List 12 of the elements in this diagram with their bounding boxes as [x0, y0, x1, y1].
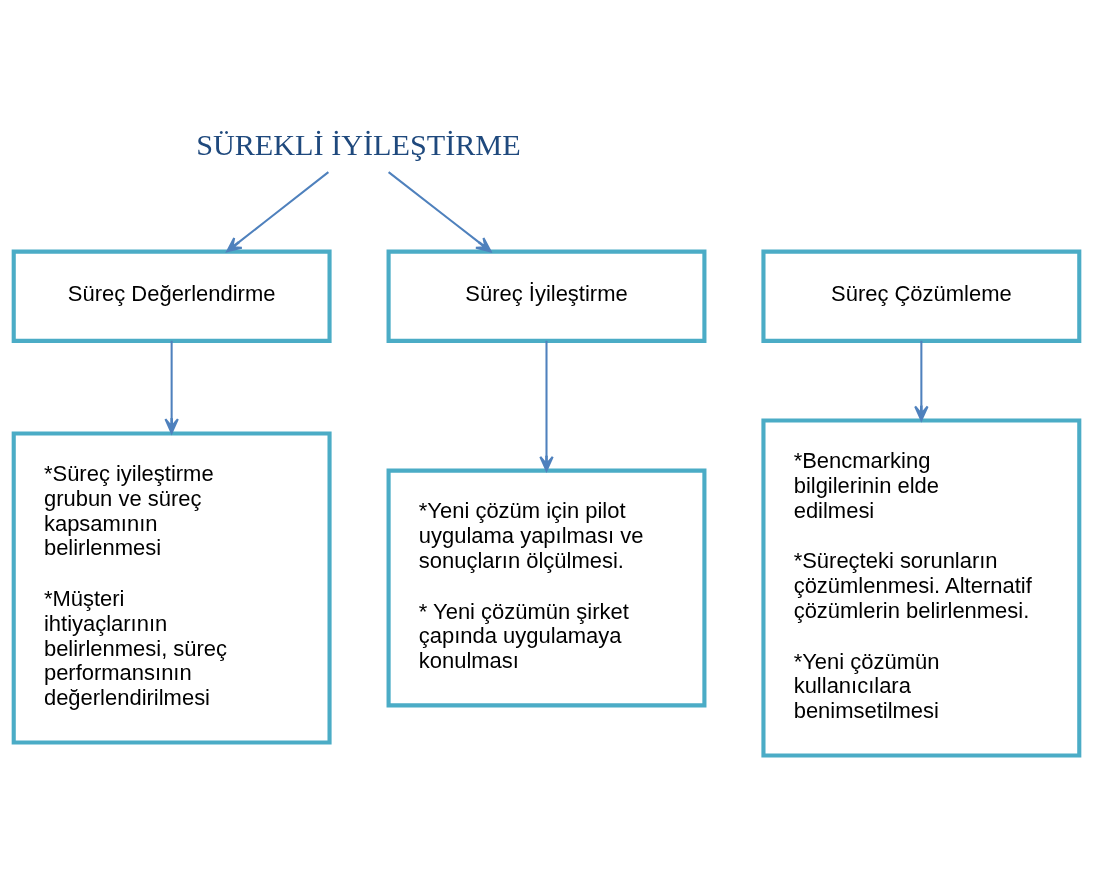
arrow	[164, 340, 179, 434]
arrow	[226, 170, 329, 252]
node-box: *Süreç iyileştirme grubun ve süreç kapsamının belirlenmesi *Müşteri ihtiyaçlarının belirlenmesi, süreç performansının değerlendirilmesi	[11, 430, 332, 744]
node-box: Süreç Değerlendirme	[11, 249, 332, 343]
arrow	[387, 170, 492, 252]
arrow	[539, 340, 554, 472]
node-box: Süreç İyileştirme	[386, 249, 707, 343]
node-text: SÜREKLİ İYİLEŞTİRME	[196, 127, 521, 162]
node-box: Süreç Çözümleme	[761, 249, 1082, 343]
node-box: *Bencmarking bilgilerinin elde edilmesi *Süreçteki sorunların çözümlenmesi. Alternatif çözümlerin belirlenmesi. *Yeni çözümün kullanıcılara benimsetilmesi	[761, 417, 1082, 758]
arrow	[914, 340, 929, 421]
node-box: *Yeni çözüm için pilot uygulama yapılması ve sonuçların ölçülmesi. * Yeni çözümün şirket çapında uygulamaya konulması	[386, 468, 707, 707]
